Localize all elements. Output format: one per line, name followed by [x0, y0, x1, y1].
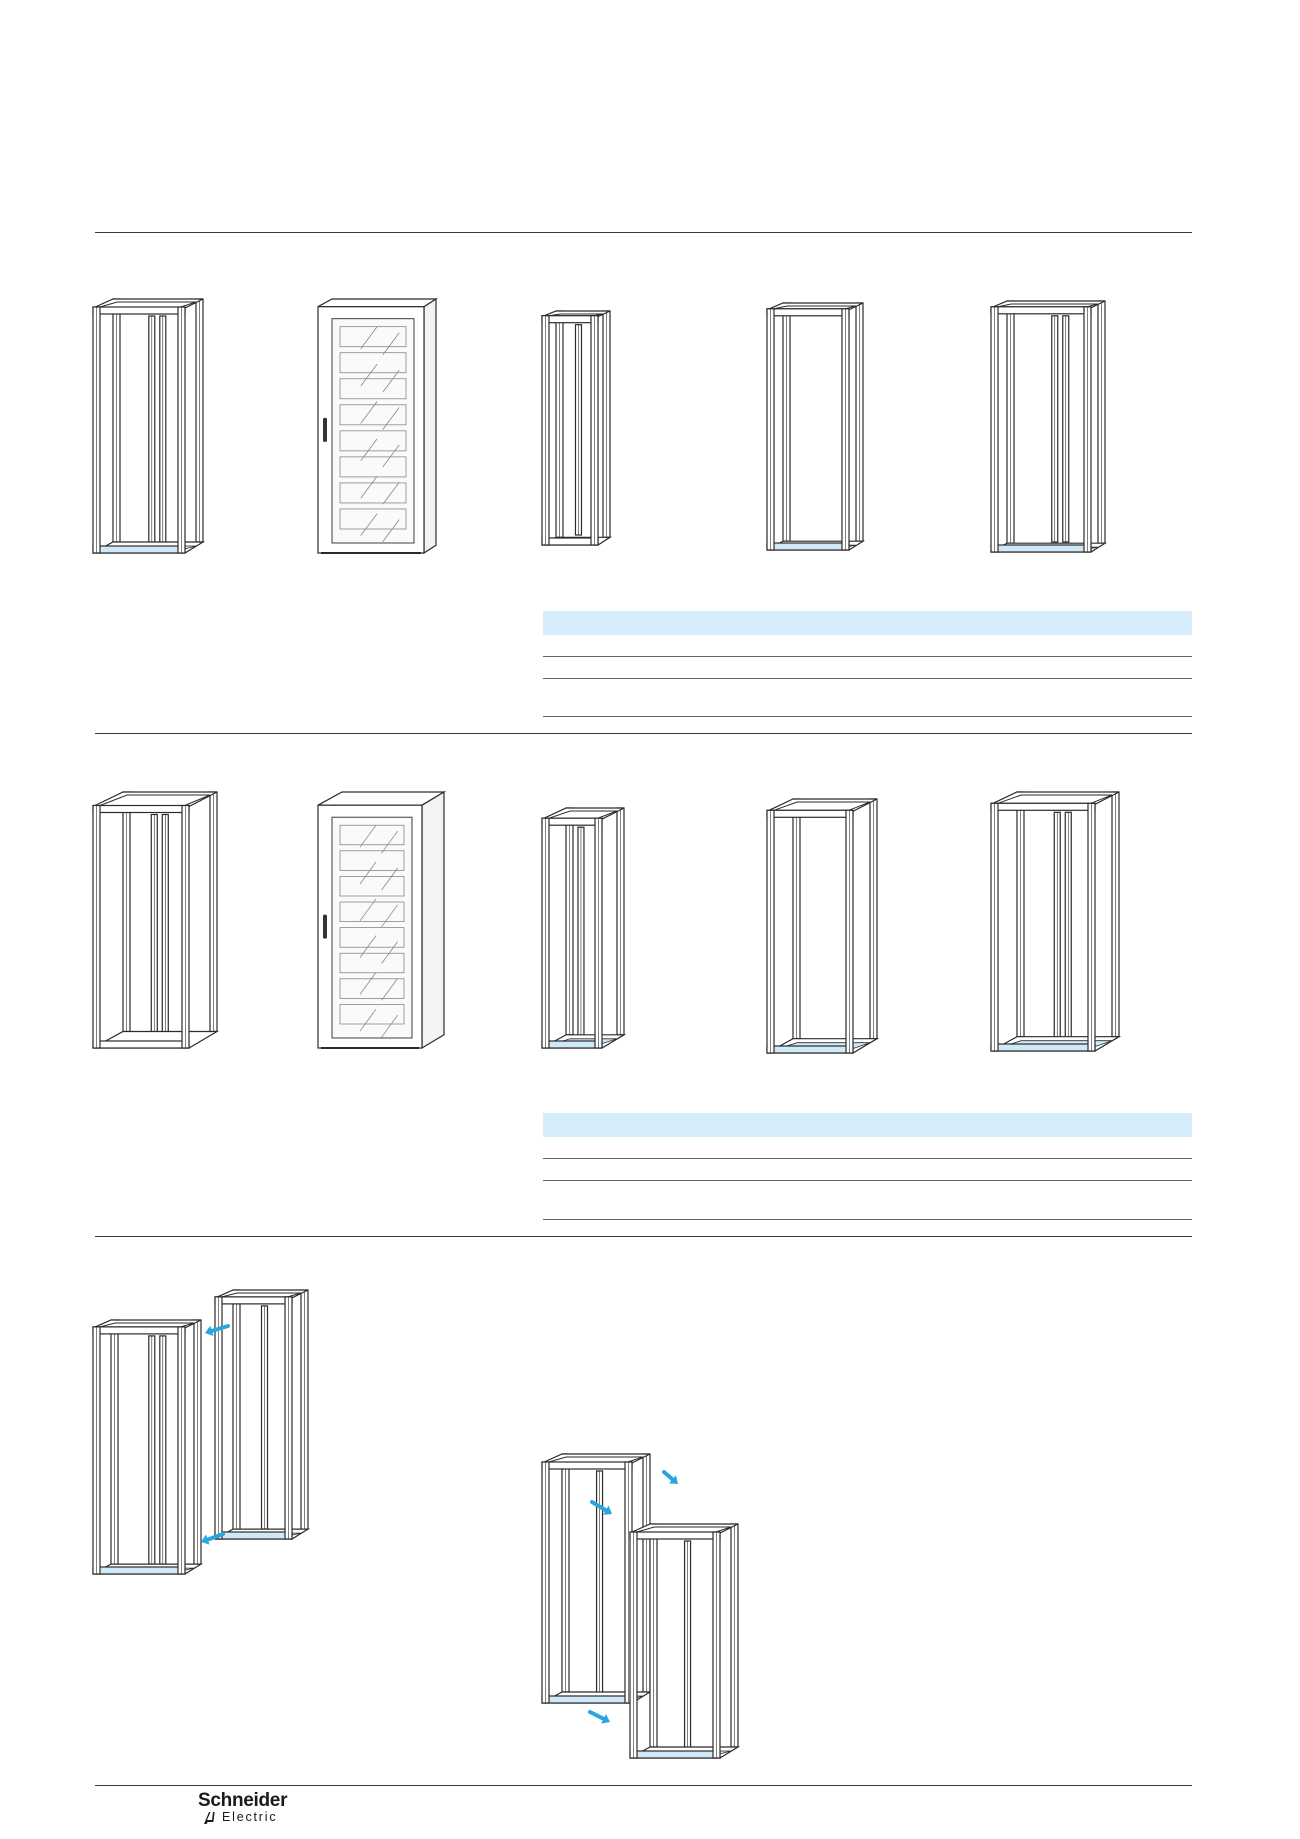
- top-inner-arrow-icon: [590, 1500, 612, 1515]
- frame-drawing: [766, 302, 866, 551]
- figure-svg: [92, 298, 206, 554]
- top-coupling-arrow-icon: [205, 1324, 230, 1337]
- footer-rule: [95, 1785, 1192, 1786]
- frame-drawing: [990, 791, 1122, 1052]
- bottom-arrow-icon: [588, 1710, 610, 1724]
- table-2-rule-1: [543, 1158, 1192, 1159]
- table-1-rule-3: [543, 716, 1192, 717]
- frame-drawing: [92, 791, 220, 1049]
- glazed-door-cabinet-figure: [317, 297, 439, 557]
- frame-drawing: [766, 798, 880, 1054]
- figure-svg: [990, 300, 1108, 553]
- schneider-electric-logo: Schneider Electric: [198, 1790, 308, 1830]
- table-1-rule-2: [543, 678, 1192, 679]
- figure-svg: [766, 798, 880, 1054]
- figure-svg: [317, 790, 447, 1050]
- frame-drawing: [541, 807, 627, 1049]
- medium-frame-figure: [766, 301, 866, 554]
- deep-narrow-frame-figure: [541, 806, 627, 1052]
- wide-frame-figure: [990, 299, 1108, 556]
- table-header-band-2: [543, 1113, 1192, 1137]
- figure-svg: [541, 1453, 741, 1759]
- table-2-rule-2: [543, 1180, 1192, 1181]
- narrow-frame-figure: [541, 309, 613, 549]
- figure-svg: [990, 791, 1122, 1052]
- figure-svg: [92, 1289, 311, 1575]
- deep-medium-frame-figure: [766, 797, 880, 1057]
- left-frame: [92, 1319, 204, 1575]
- cabinet-drawing: [317, 790, 447, 1050]
- schneider-logo-mark-icon: [204, 1812, 215, 1824]
- cabinet-drawing: [317, 297, 439, 555]
- brand-sub: Electric: [222, 1810, 278, 1824]
- table-header-band-1: [543, 611, 1192, 635]
- figure-svg: [541, 807, 627, 1049]
- figure-svg: [766, 302, 866, 551]
- deep-wide-frame-figure: [990, 790, 1122, 1055]
- frame-drawing: [541, 310, 613, 546]
- section-2-divider: [95, 1236, 1192, 1237]
- figure-svg: [92, 791, 220, 1049]
- bottom-coupling-arrow-icon: [201, 1532, 225, 1545]
- deep-glazed-door-cabinet-figure: [317, 790, 447, 1052]
- frame-enclosure-figure: [92, 297, 206, 557]
- figure-svg: [317, 297, 439, 555]
- figure-svg: [541, 310, 613, 546]
- front-frame: [629, 1523, 741, 1759]
- section-1-divider: [95, 733, 1192, 734]
- back-to-back-coupling-figure: [541, 1452, 742, 1764]
- top-right-arrow-icon: [662, 1470, 678, 1484]
- deep-frame-enclosure-figure: [92, 790, 220, 1052]
- frame-drawing: [990, 300, 1108, 553]
- table-1-rule-1: [543, 656, 1192, 657]
- frame-drawing: [92, 298, 206, 554]
- side-by-side-coupling-figure: [92, 1288, 313, 1578]
- table-2-rule-3: [543, 1219, 1192, 1220]
- right-frame: [214, 1289, 311, 1540]
- top-rule: [95, 232, 1192, 233]
- brand-name: Schneider: [198, 1790, 288, 1811]
